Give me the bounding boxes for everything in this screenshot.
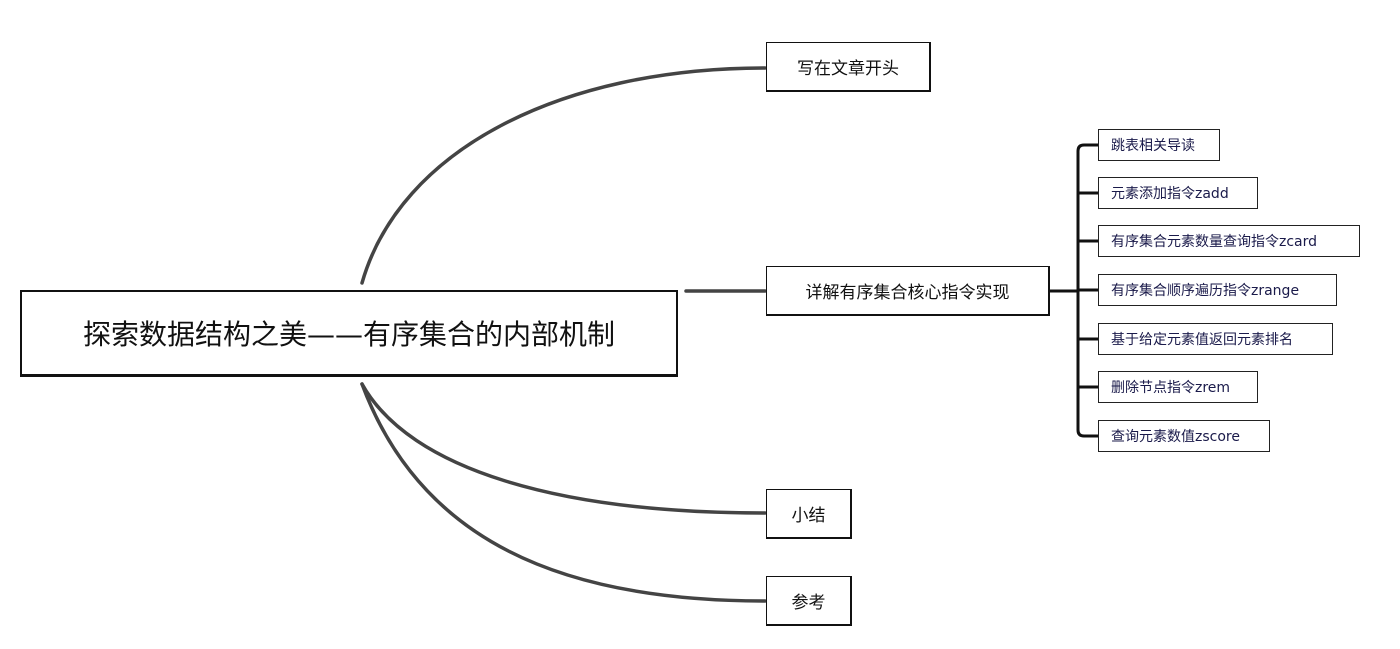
child-node-zrem[interactable]: 删除节点指令zrem: [1098, 371, 1258, 403]
branch-node-core-commands[interactable]: 详解有序集合核心指令实现: [766, 266, 1050, 316]
branch-node-summary[interactable]: 小结: [766, 489, 852, 539]
root-node[interactable]: 探索数据结构之美——有序集合的内部机制: [20, 290, 678, 377]
branch-label: 详解有序集合核心指令实现: [805, 283, 1010, 303]
branch-node-references[interactable]: 参考: [766, 576, 852, 626]
branch-node-intro[interactable]: 写在文章开头: [766, 42, 931, 92]
branch-label: 参考: [791, 593, 826, 613]
child-node-zrange[interactable]: 有序集合顺序遍历指令zrange: [1098, 274, 1337, 306]
child-label: 基于给定元素值返回元素排名: [1111, 332, 1293, 348]
child-label: 跳表相关导读: [1111, 138, 1195, 154]
child-node-zscore[interactable]: 查询元素数值zscore: [1098, 420, 1270, 452]
child-node-zadd[interactable]: 元素添加指令zadd: [1098, 177, 1258, 209]
branch-label: 小结: [791, 506, 826, 526]
connector-branch-4: [360, 382, 767, 603]
child-label: 有序集合元素数量查询指令zcard: [1111, 234, 1318, 250]
child-label: 元素添加指令zadd: [1111, 186, 1229, 202]
child-label: 查询元素数值zscore: [1111, 429, 1240, 445]
child-node-skiplist-intro[interactable]: 跳表相关导读: [1098, 129, 1220, 161]
connector-branch-3: [360, 382, 767, 515]
branch-label: 写在文章开头: [797, 59, 899, 79]
child-node-zcard[interactable]: 有序集合元素数量查询指令zcard: [1098, 225, 1360, 257]
root-label: 探索数据结构之美——有序集合的内部机制: [82, 318, 615, 351]
child-label: 删除节点指令zrem: [1111, 380, 1231, 396]
connector-branch-1: [360, 66, 767, 285]
child-node-rank[interactable]: 基于给定元素值返回元素排名: [1098, 323, 1333, 355]
child-label: 有序集合顺序遍历指令zrange: [1111, 283, 1300, 299]
